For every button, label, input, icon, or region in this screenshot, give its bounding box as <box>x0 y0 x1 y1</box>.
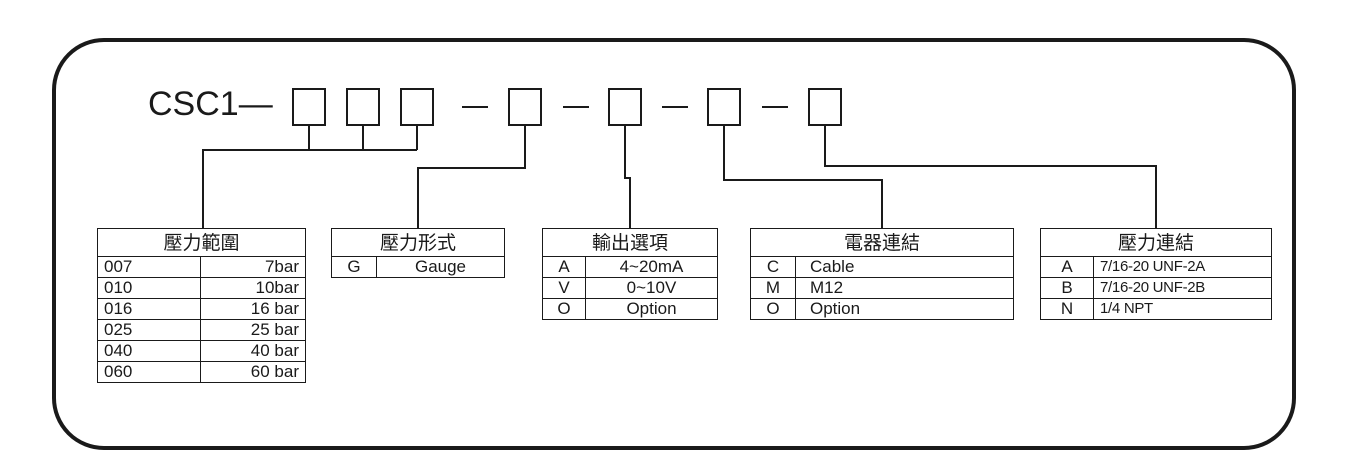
code-dash <box>762 106 788 108</box>
code-slot-output <box>608 88 642 126</box>
table-title: 壓力連結 <box>1040 228 1272 257</box>
connector-range-bus <box>202 149 417 228</box>
table-title: 輸出選項 <box>542 228 718 257</box>
connector-electrical <box>723 126 883 228</box>
code-slot-type <box>508 88 542 126</box>
table-title: 壓力形式 <box>331 228 505 257</box>
code-slot-electrical <box>707 88 741 126</box>
connector-connection <box>824 126 1157 228</box>
code-slot-range-2 <box>346 88 380 126</box>
code-dash <box>462 106 488 108</box>
diagram-frame <box>52 38 1296 450</box>
model-code-prefix: CSC1— <box>148 85 273 123</box>
code-slot-connection <box>808 88 842 126</box>
code-slot-range-1 <box>292 88 326 126</box>
code-dash <box>563 106 589 108</box>
connector-output <box>624 126 631 228</box>
code-dash <box>662 106 688 108</box>
connector-type <box>417 126 526 228</box>
table-title: 壓力範圍 <box>97 228 306 257</box>
table-title: 電器連結 <box>750 228 1014 257</box>
code-slot-range-3 <box>400 88 434 126</box>
